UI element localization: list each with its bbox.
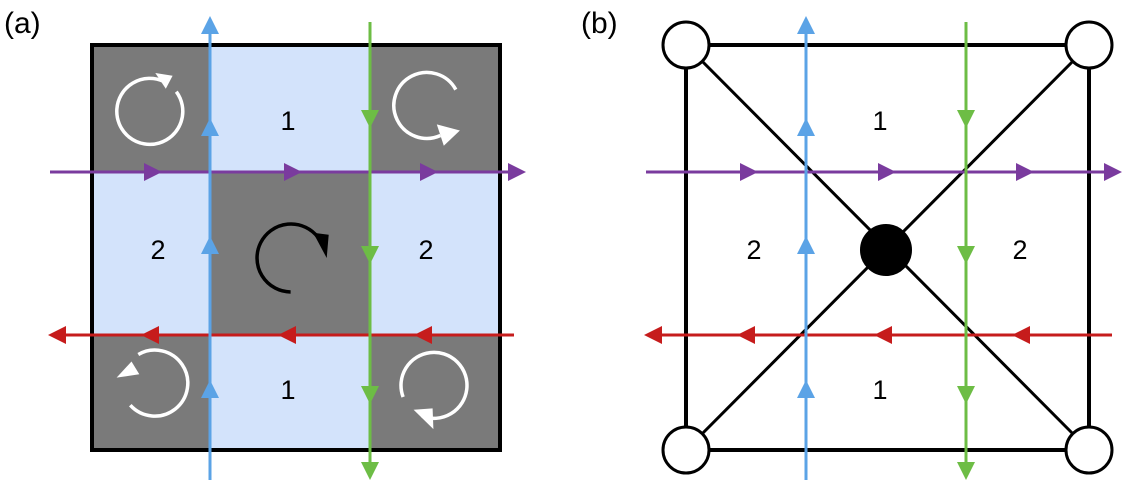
- panel-b-frame: [684, 43, 1091, 452]
- node-b-bottom-right: [1064, 425, 1114, 475]
- region-a-right: 2: [418, 235, 433, 265]
- line-b-purple-right: [646, 163, 1122, 181]
- region-a-top: 1: [280, 106, 295, 136]
- line-a-blue-up: [201, 16, 219, 480]
- rotation-cw-icon-top-right: [392, 70, 460, 146]
- line-b-green-down: [957, 22, 975, 480]
- region-b-top: 1: [872, 106, 887, 136]
- node-b-bottom-left: [661, 425, 711, 475]
- rotation-cw-icon-center: [255, 222, 329, 294]
- region-b-right: 2: [1012, 235, 1027, 265]
- rotation-cw-icon-bottom-right: [399, 350, 469, 430]
- panel-a: (a) 1: [4, 7, 526, 480]
- cell-a-middle-right: [370, 172, 500, 335]
- panel-b: (b) 1 2 2 1: [581, 7, 1122, 480]
- line-a-green-down: [361, 22, 379, 480]
- rotation-ccw-icon-top-left: [115, 73, 185, 147]
- panel-a-frame: [90, 43, 502, 452]
- line-a-red-left: [48, 326, 514, 344]
- node-b-top-right: [1064, 20, 1114, 70]
- rotation-ccw-icon-bottom-left: [116, 348, 190, 418]
- line-b-red-left: [644, 326, 1112, 344]
- cell-a-bottom-right: [370, 335, 500, 450]
- cell-a-middle-left: [92, 172, 210, 335]
- region-b-bottom: 1: [872, 375, 887, 405]
- panel-a-label: (a): [4, 7, 41, 40]
- node-b-top-left: [661, 20, 711, 70]
- region-a-bottom: 1: [280, 375, 295, 405]
- cell-a-bottom-middle: [210, 335, 370, 450]
- line-b-blue-up: [797, 16, 815, 480]
- cell-a-top-left: [92, 45, 210, 172]
- cell-a-bottom-left: [92, 335, 210, 450]
- region-a-left: 2: [150, 235, 165, 265]
- node-b-center: [860, 224, 912, 276]
- cell-a-center: [210, 172, 370, 335]
- panel-b-label: (b): [581, 7, 618, 40]
- line-a-purple-right: [50, 163, 526, 181]
- region-b-left: 2: [746, 235, 761, 265]
- cell-a-top-right: [370, 45, 500, 172]
- cell-a-top-middle: [210, 45, 370, 172]
